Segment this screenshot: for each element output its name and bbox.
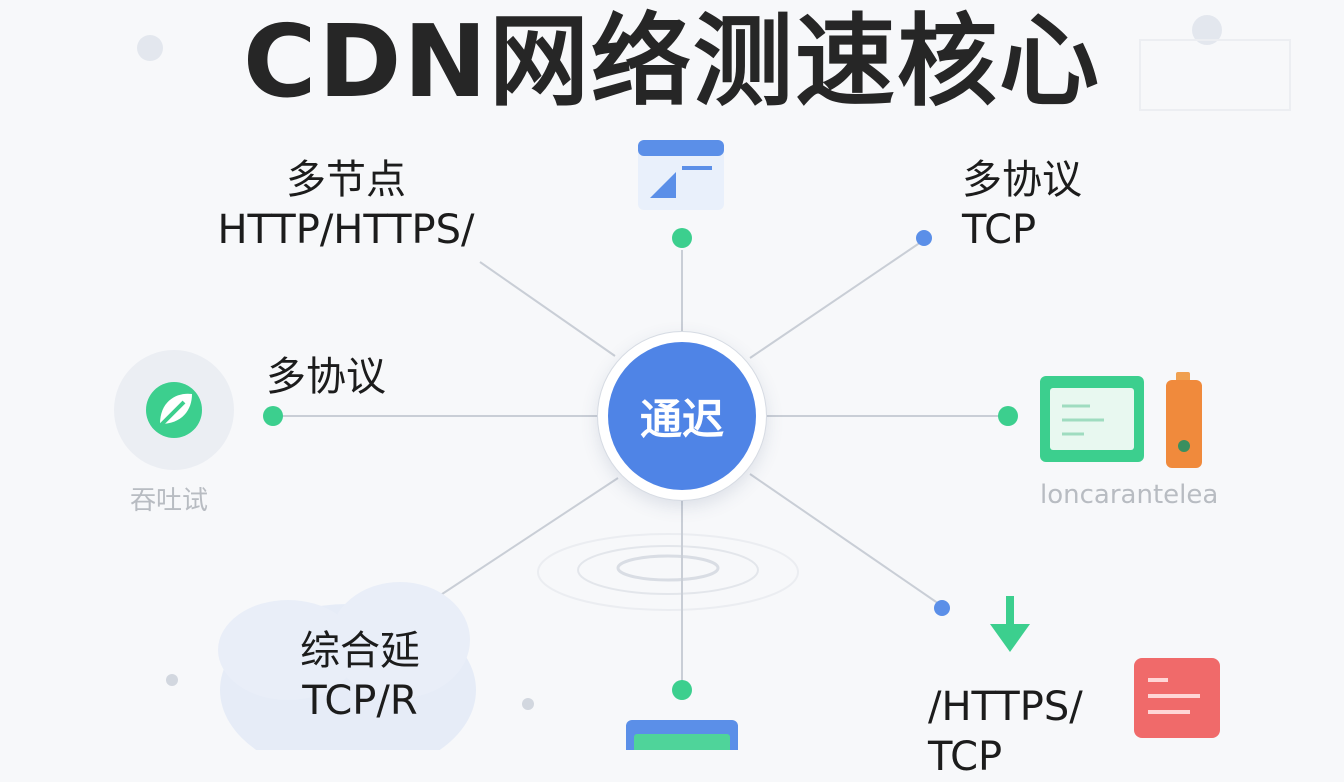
label-line: 综合延 xyxy=(300,628,420,674)
monitor-icon xyxy=(1040,376,1144,462)
label-line: 多协议 xyxy=(962,157,1082,203)
battery-icon xyxy=(1166,372,1202,468)
label-line: /HTTPS/ xyxy=(928,684,1083,730)
label-line: TCP xyxy=(962,207,1037,253)
bg-dot xyxy=(1192,15,1222,45)
label-line: 多节点 xyxy=(286,157,406,203)
node-dot-bottom-right xyxy=(934,600,950,616)
label-bottom-left: 综合延 TCP/R xyxy=(270,626,450,726)
bg-dot xyxy=(522,698,534,710)
label-bottom-right: /HTTPS/ TCP xyxy=(928,682,1083,782)
window-icon xyxy=(626,720,738,750)
down-arrow-icon xyxy=(990,596,1030,652)
hub-node: 通迟 xyxy=(598,332,766,500)
spoke-top-left xyxy=(479,261,616,357)
label-line: TCP xyxy=(928,734,1003,780)
bg-dot xyxy=(137,35,163,61)
node-dot-bottom xyxy=(672,680,692,700)
ripple-ring xyxy=(577,545,759,595)
spoke-bottom-left xyxy=(429,477,619,603)
bg-dot xyxy=(166,674,178,686)
label-top-right: 多协议 TCP xyxy=(962,155,1082,255)
spoke-bottom-right xyxy=(749,473,943,607)
cloud-icon xyxy=(218,582,476,750)
label-line: HTTP/HTTPS/ xyxy=(217,207,475,253)
node-dot-top xyxy=(672,228,692,248)
label-mid-left: 多协议 xyxy=(266,352,386,402)
leaf-icon xyxy=(114,350,234,470)
diagram-canvas xyxy=(114,15,1291,750)
caption-right: loncarantelea xyxy=(1040,480,1219,510)
window-icon xyxy=(638,140,724,210)
page-title: CDN网络测速核心 xyxy=(242,3,1102,120)
node-dot-left xyxy=(263,406,283,426)
label-line: TCP/R xyxy=(302,678,418,724)
diagram-stage: CDN网络测速核心 多节点 HTTP/HTTPS/ 多协议 TCP 多协议 综合… xyxy=(114,3,1291,780)
label-top-left: 多节点 HTTP/HTTPS/ xyxy=(196,155,496,255)
bg-frame xyxy=(1139,39,1291,111)
document-icon xyxy=(1134,658,1220,738)
spoke-top-right xyxy=(749,239,925,359)
node-dot-top-right xyxy=(916,230,932,246)
node-dot-right xyxy=(998,406,1018,426)
ripple-ring xyxy=(537,533,799,611)
caption-left: 吞吐试 xyxy=(130,486,209,516)
label-line: 多协议 xyxy=(266,354,386,400)
ripple-ring xyxy=(616,554,720,582)
hub-label: 通迟 xyxy=(608,342,756,490)
